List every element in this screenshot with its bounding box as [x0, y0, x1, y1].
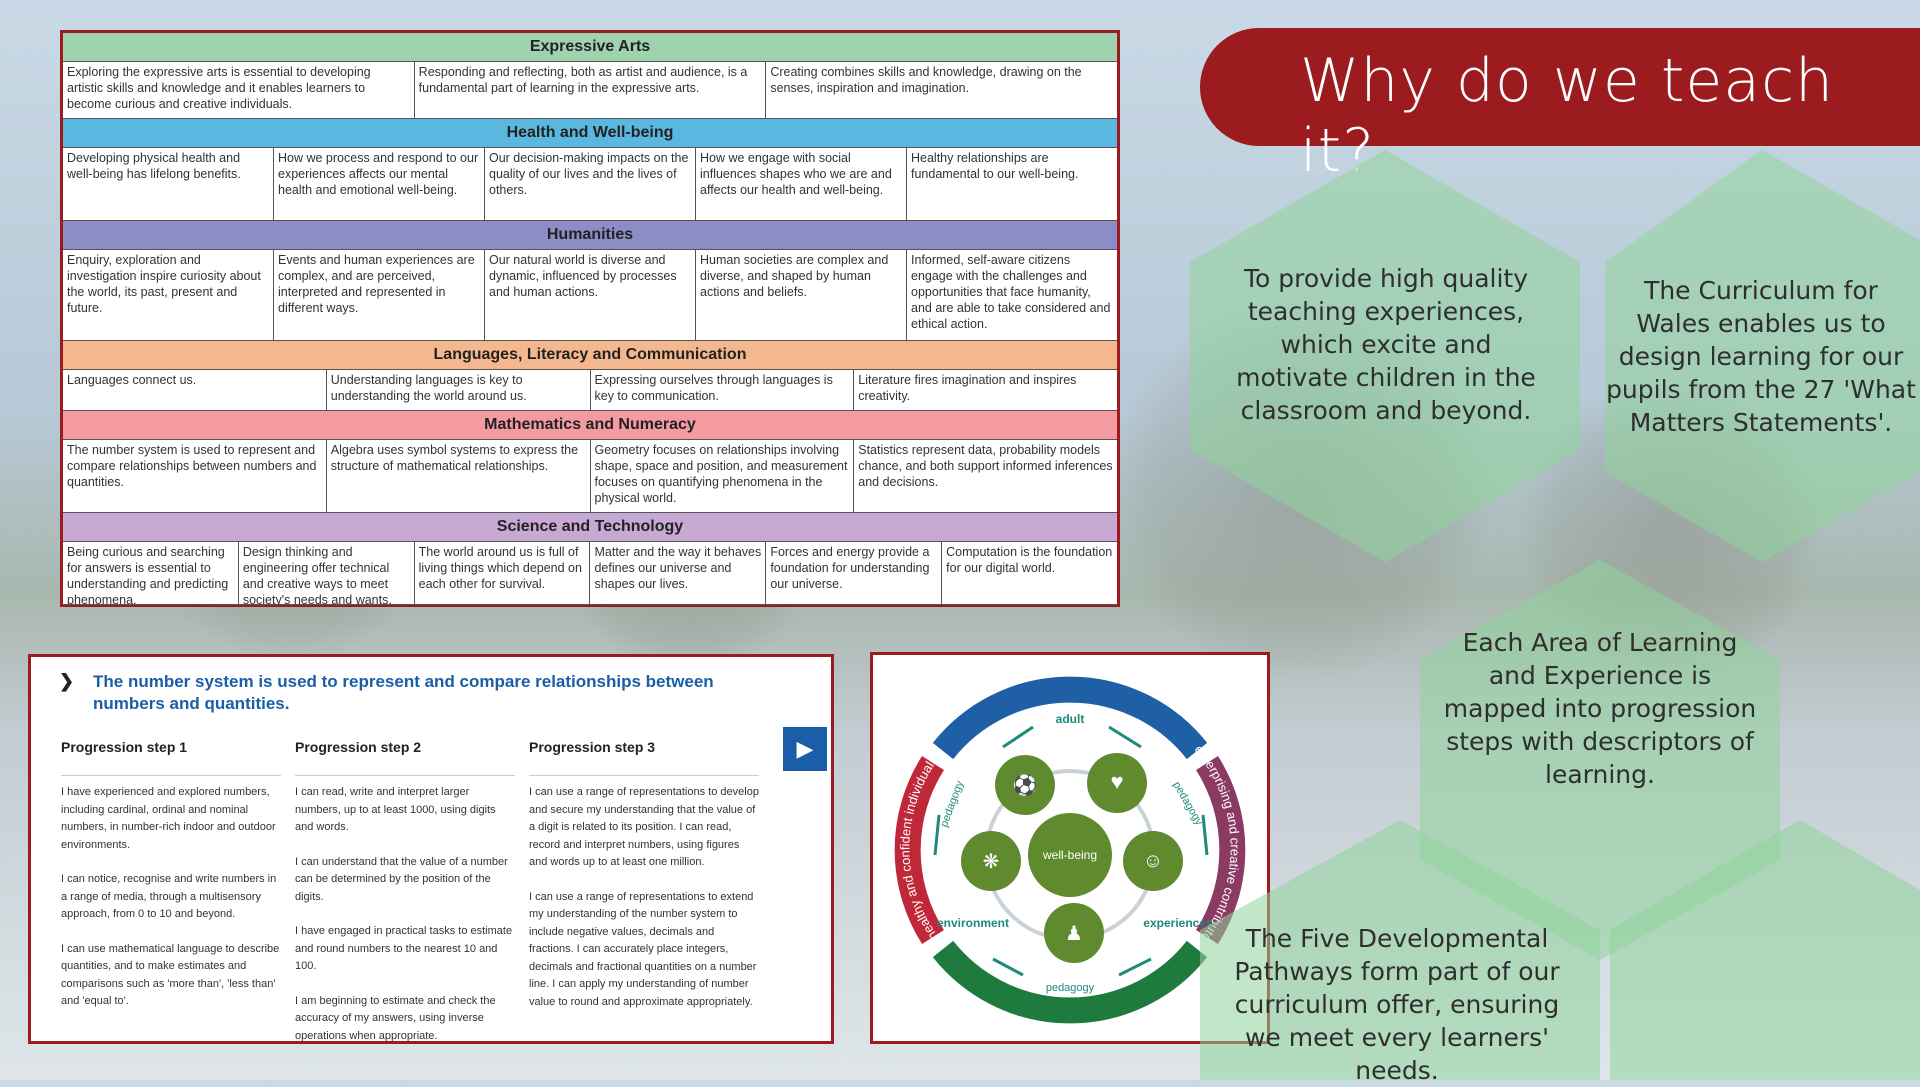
svg-text:☺: ☺ [1143, 850, 1163, 872]
what-matters-statement: Our decision-making impacts on the quali… [485, 148, 696, 220]
what-matters-statement: Forces and energy provide a foundation f… [766, 542, 943, 604]
globe-people-icon [961, 831, 1021, 891]
aole-statement-row: Languages connect us.Understanding langu… [63, 370, 1117, 411]
step-paragraph: I can understand that the value of a num… [295, 855, 508, 903]
step-heading: Progression step 2 [295, 739, 515, 776]
hexagon-2 [1605, 150, 1920, 562]
step-paragraph: I can use mathematical language to descr… [61, 942, 280, 1008]
svg-text:⚽: ⚽ [1012, 773, 1038, 797]
what-matters-statement: Matter and the way it behaves defines ou… [590, 542, 767, 604]
what-matters-statement: Our natural world is diverse and dynamic… [485, 250, 696, 340]
hexagon-1 [1190, 150, 1580, 562]
what-matters-statement: Responding and reflecting, both as artis… [415, 62, 767, 118]
what-matters-statement: Geometry focuses on relationships involv… [591, 440, 855, 512]
faces-icon [1123, 831, 1183, 891]
hexagon-text-2: The Curriculum for Wales enables us to d… [1606, 276, 1916, 437]
hexagon-text-1: To provide high quality teaching experie… [1236, 264, 1536, 425]
what-matters-statement: Healthy relationships are fundamental to… [911, 151, 1079, 181]
hexagon-5 [1610, 820, 1920, 1080]
what-matters-statement: Informed, self-aware citizens engage wit… [911, 253, 1111, 331]
progression-step-1: Progression step 1 I have experienced an… [61, 739, 281, 1028]
progression-step-2: Progression step 2 I can read, write and… [295, 739, 515, 1042]
what-matters-statement: Computation is the foundation for our di… [946, 545, 1113, 575]
what-matters-statement: Exploring the expressive arts is essenti… [63, 62, 415, 118]
what-matters-statement: Enquiry, exploration and investigation i… [63, 250, 274, 340]
svg-text:♥: ♥ [1110, 769, 1123, 794]
step-paragraph: I can read, write and interpret larger n… [295, 786, 496, 833]
statement-title: The number system is used to represent a… [93, 672, 714, 713]
adult-label: adult [1056, 712, 1085, 726]
hexagon-text-4: The Five Developmental Pathways form par… [1234, 924, 1560, 1085]
what-matters-statement: How we engage with social influences sha… [696, 148, 907, 220]
what-matters-statement: Creating combines skills and knowledge, … [770, 65, 1082, 95]
ring-bottom-segment [932, 940, 1208, 1024]
aole-statement-row: Being curious and searching for answers … [63, 542, 1117, 605]
svg-text:❋: ❋ [983, 851, 1000, 873]
title-banner: Why do we teach it? [1200, 28, 1920, 186]
activity-icon [995, 755, 1055, 815]
what-matters-statement: How we process and respond to our experi… [274, 148, 485, 220]
progression-step-3: Progression step 3 I can use a range of … [529, 739, 759, 1028]
experiences-label: experiences [1143, 916, 1213, 930]
aole-statement-row: Enquiry, exploration and investigation i… [63, 250, 1117, 341]
hexagon-text-3: Each Area of Learning and Experience is … [1443, 628, 1757, 789]
aole-heading: Science and Technology [63, 513, 1117, 542]
ring-left-segment [894, 756, 945, 944]
step-paragraph: I can notice, recognise and write number… [61, 873, 277, 920]
aole-heading: Languages, Literacy and Communication [63, 341, 1117, 370]
family-icon [1044, 903, 1104, 963]
step-heading: Progression step 3 [529, 739, 759, 776]
aole-heading: Mathematics and Numeracy [63, 411, 1117, 440]
what-matters-statement: The number system is used to represent a… [63, 440, 327, 512]
wellbeing-circle [1028, 813, 1112, 897]
progression-steps-panel: ❯ The number system is used to represent… [28, 654, 834, 1044]
what-matters-statement: Algebra uses symbol systems to express t… [327, 440, 591, 512]
page-title: Why do we teach it? [1300, 46, 1835, 186]
what-matters-statement: Being curious and searching for answers … [63, 542, 239, 604]
play-icon: ▶ [796, 736, 814, 761]
hexagon-3 [1420, 560, 1780, 960]
step-heading: Progression step 1 [61, 739, 281, 776]
ring-right-segment [1195, 756, 1246, 944]
step-paragraph: I have experienced and explored numbers,… [61, 786, 276, 851]
what-matters-statement: Developing physical health and well-bein… [63, 148, 274, 220]
environment-label: environment [937, 916, 1009, 930]
what-matters-statement: Design thinking and engineering offer te… [239, 542, 415, 604]
cycle-arrows [933, 725, 1209, 977]
what-matters-statement: The world around us is full of living th… [415, 542, 591, 604]
what-matters-statement: Understanding languages is key to unders… [327, 370, 591, 410]
svg-text:♟: ♟ [1065, 923, 1083, 945]
what-matters-statement: Human societies are complex and diverse,… [696, 250, 907, 340]
hexagon-4 [1200, 820, 1600, 1080]
what-matters-statement: Statistics represent data, probability m… [858, 443, 1113, 489]
step-paragraph: I can use a range of representations to … [529, 786, 759, 868]
next-button[interactable]: ▶ [783, 727, 827, 771]
chevron-down-icon[interactable]: ❯ [59, 671, 75, 691]
aole-heading: Expressive Arts [63, 33, 1117, 62]
aole-heading: Humanities [63, 221, 1117, 250]
what-matters-statement: Events and human experiences are complex… [274, 250, 485, 340]
what-matters-statement: Literature fires imagination and inspire… [858, 373, 1077, 403]
step-paragraph: I am beginning to estimate and check the… [295, 994, 496, 1042]
what-matters-statement: Languages connect us. [63, 370, 327, 410]
what-matters-statement: Expressing ourselves through languages i… [591, 370, 855, 410]
aole-heading: Health and Well-being [63, 119, 1117, 148]
aole-statement-row: Developing physical health and well-bein… [63, 148, 1117, 221]
ring-top-segment [932, 676, 1208, 760]
pathways-diagram: ambitious and capable learners enterpris… [894, 676, 1246, 1024]
step-paragraph: I can use a range of representations to … [529, 890, 757, 1008]
aole-statement-row: The number system is used to represent a… [63, 440, 1117, 513]
heart-hands-icon [1087, 753, 1147, 813]
pedagogy-bottom-label: pedagogy [1046, 982, 1095, 994]
aole-statement-row: Exploring the expressive arts is essenti… [63, 62, 1117, 119]
step-paragraph: I have engaged in practical tasks to est… [295, 925, 513, 972]
center-label: well-being [1042, 848, 1097, 862]
